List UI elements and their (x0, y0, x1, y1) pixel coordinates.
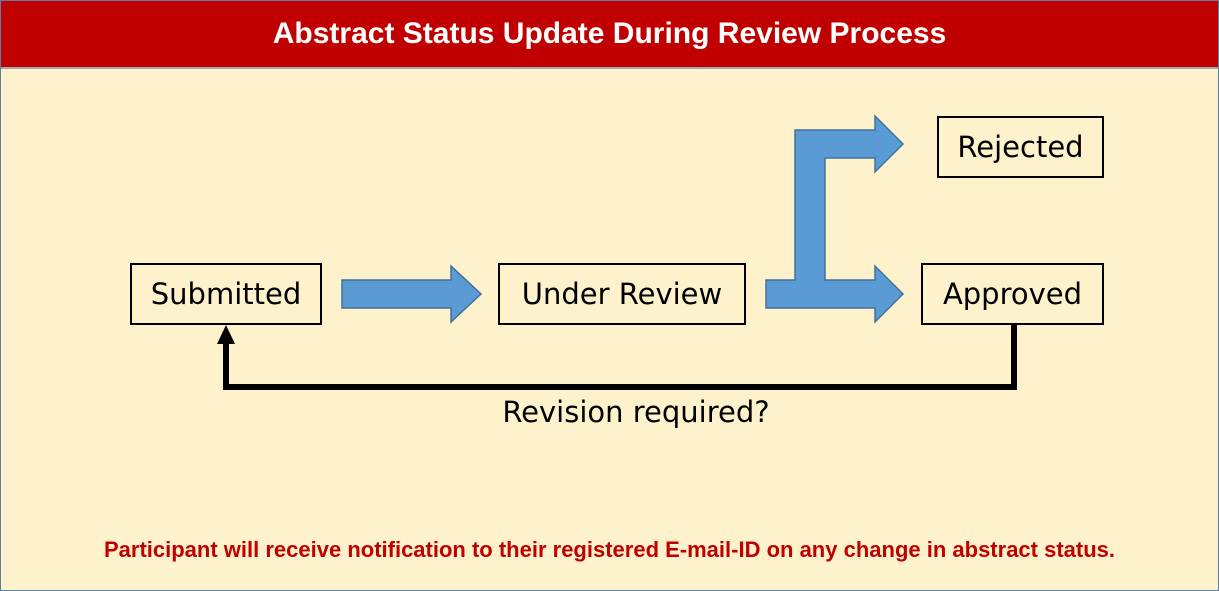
revision-loop-label: Revision required? (502, 395, 770, 429)
node-under-review: Under Review (498, 263, 746, 325)
diagram-title: Abstract Status Update During Review Pro… (272, 17, 947, 50)
arrow-submitted-to-review (341, 264, 483, 324)
notification-note: Participant will receive notification to… (103, 537, 1116, 562)
revision-loop-arrowhead (217, 325, 235, 344)
node-approved: Approved (921, 263, 1104, 325)
node-submitted: Submitted (130, 263, 322, 325)
arrow-review-to-decision (765, 114, 905, 324)
title-bar: Abstract Status Update During Review Pro… (1, 1, 1218, 69)
revision-loop-line (223, 325, 1017, 390)
node-rejected: Rejected (937, 116, 1104, 178)
